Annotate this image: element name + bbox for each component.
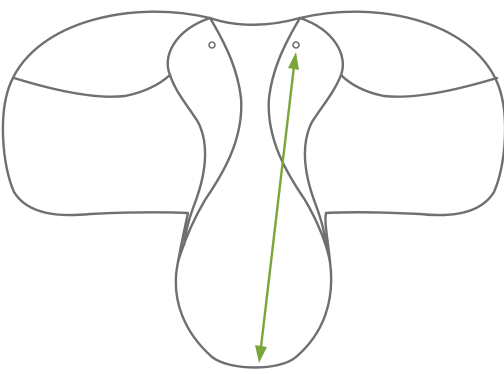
left-upper-divider <box>14 75 170 97</box>
measurement-double-arrow-icon <box>255 52 299 363</box>
right-inner-lobe <box>300 18 343 245</box>
right-upper-divider <box>341 75 497 97</box>
left-marker-ring-icon <box>209 42 215 48</box>
left-inner-lobe <box>168 18 210 245</box>
arrowhead-top <box>288 52 299 70</box>
right-central-edge <box>269 18 330 262</box>
measurement-line <box>261 66 294 347</box>
right-marker-ring-icon <box>293 42 299 48</box>
arrowhead-bottom <box>255 345 267 363</box>
outer-outline <box>3 12 504 368</box>
